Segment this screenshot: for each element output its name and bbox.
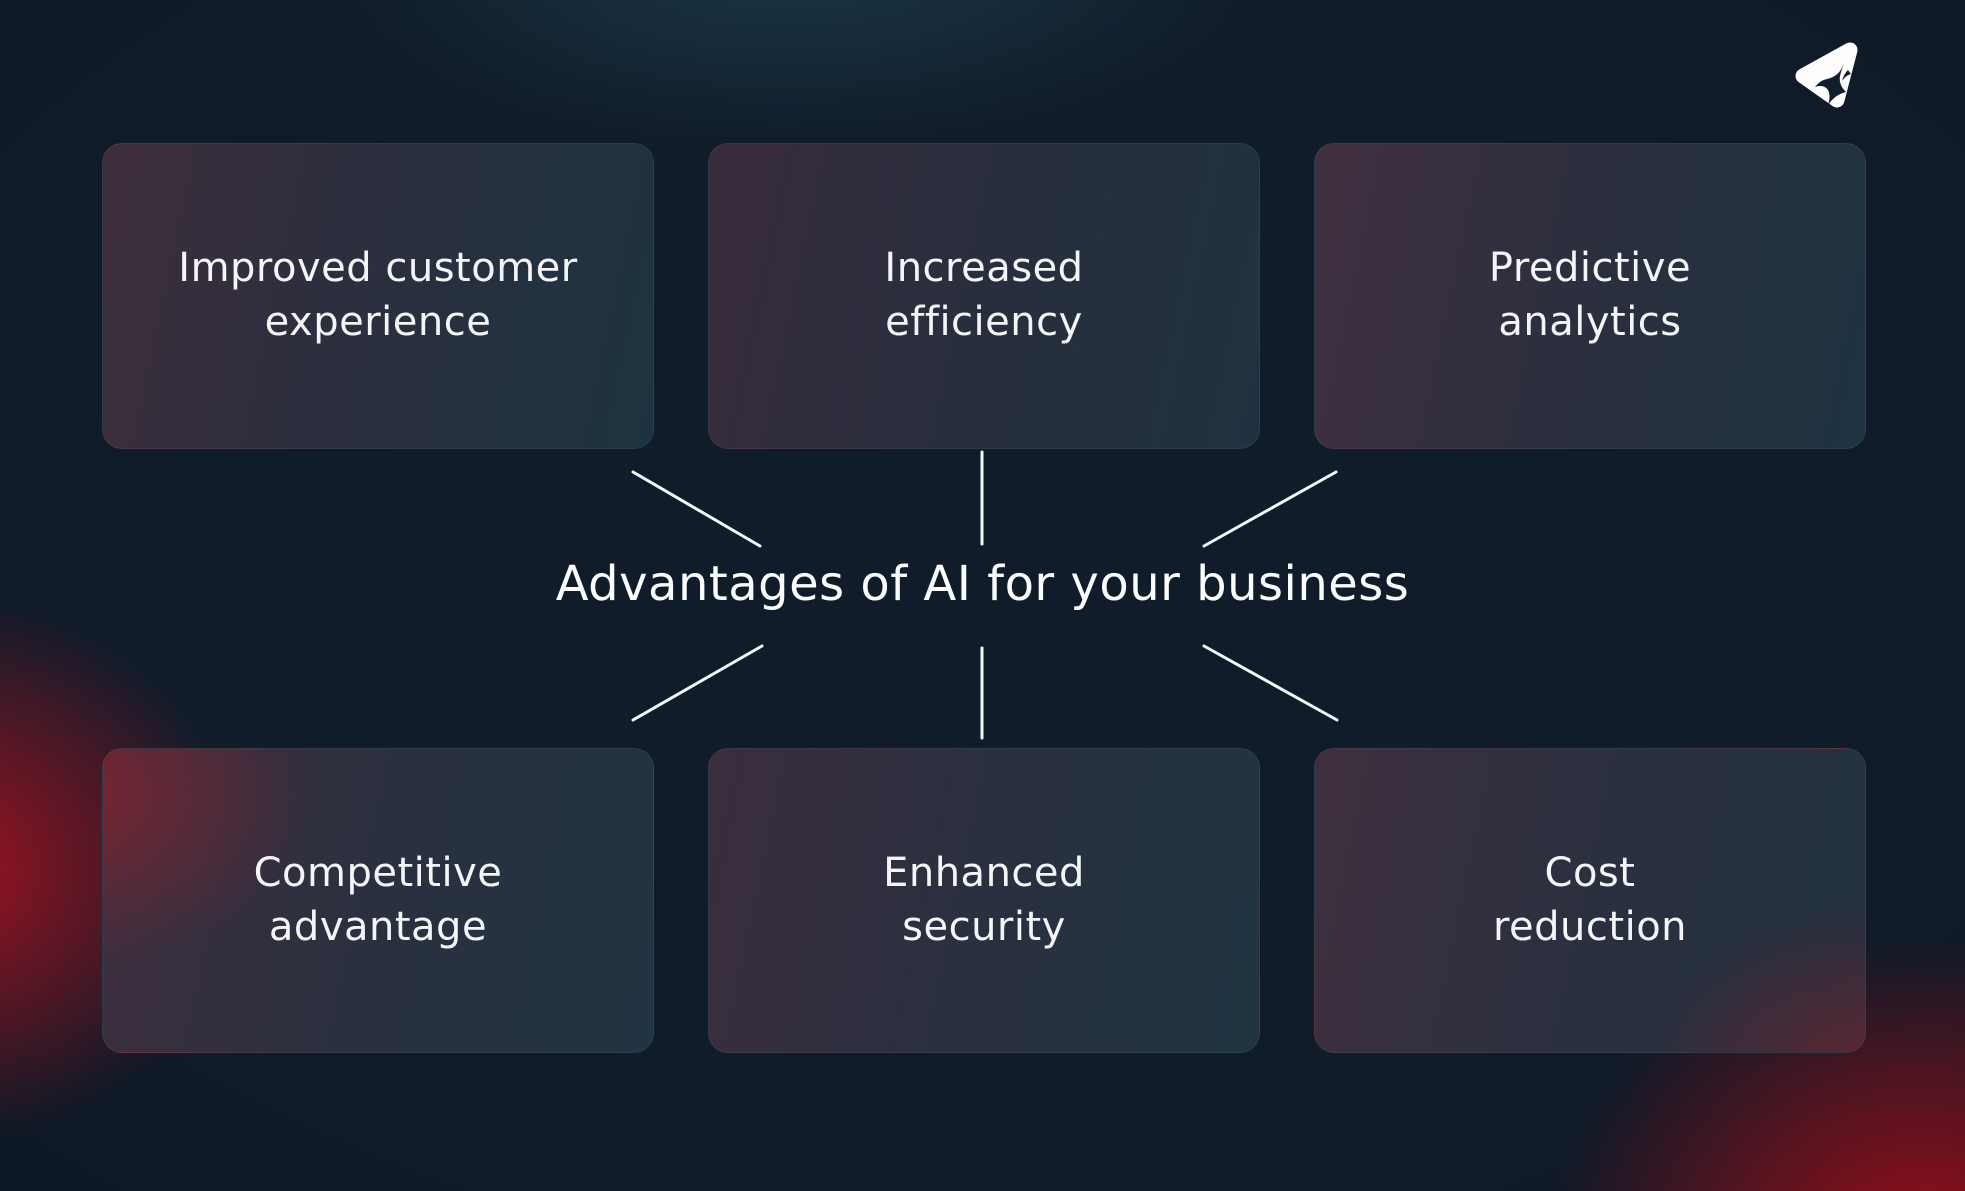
node-increased-efficiency: Increased efficiency [708, 143, 1260, 449]
node-competitive-advantage: Competitive advantage [102, 748, 654, 1053]
node-label: Enhanced security [883, 849, 1085, 950]
node-enhanced-security: Enhanced security [708, 748, 1260, 1053]
node-cost-reduction: Cost reduction [1314, 748, 1866, 1053]
node-improved-customer-experience: Improved customer experience [102, 143, 654, 449]
paper-plane-fox-logo-icon [1795, 42, 1858, 108]
connector-bottom-right [1202, 644, 1339, 722]
brand-logo [1791, 39, 1861, 112]
node-label: Predictive analytics [1488, 245, 1692, 345]
node-label: Cost reduction [1492, 849, 1688, 950]
node-label: Competitive advantage [253, 849, 503, 950]
connector-top-left [631, 470, 762, 548]
connector-top-right [1202, 470, 1338, 548]
node-predictive-analytics: Predictive analytics [1314, 143, 1866, 449]
node-label: Improved customer experience [178, 245, 578, 345]
node-label: Increased efficiency [884, 245, 1084, 345]
connector-bottom-left [631, 644, 764, 722]
diagram-title: Advantages of AI for your business [555, 556, 1410, 612]
